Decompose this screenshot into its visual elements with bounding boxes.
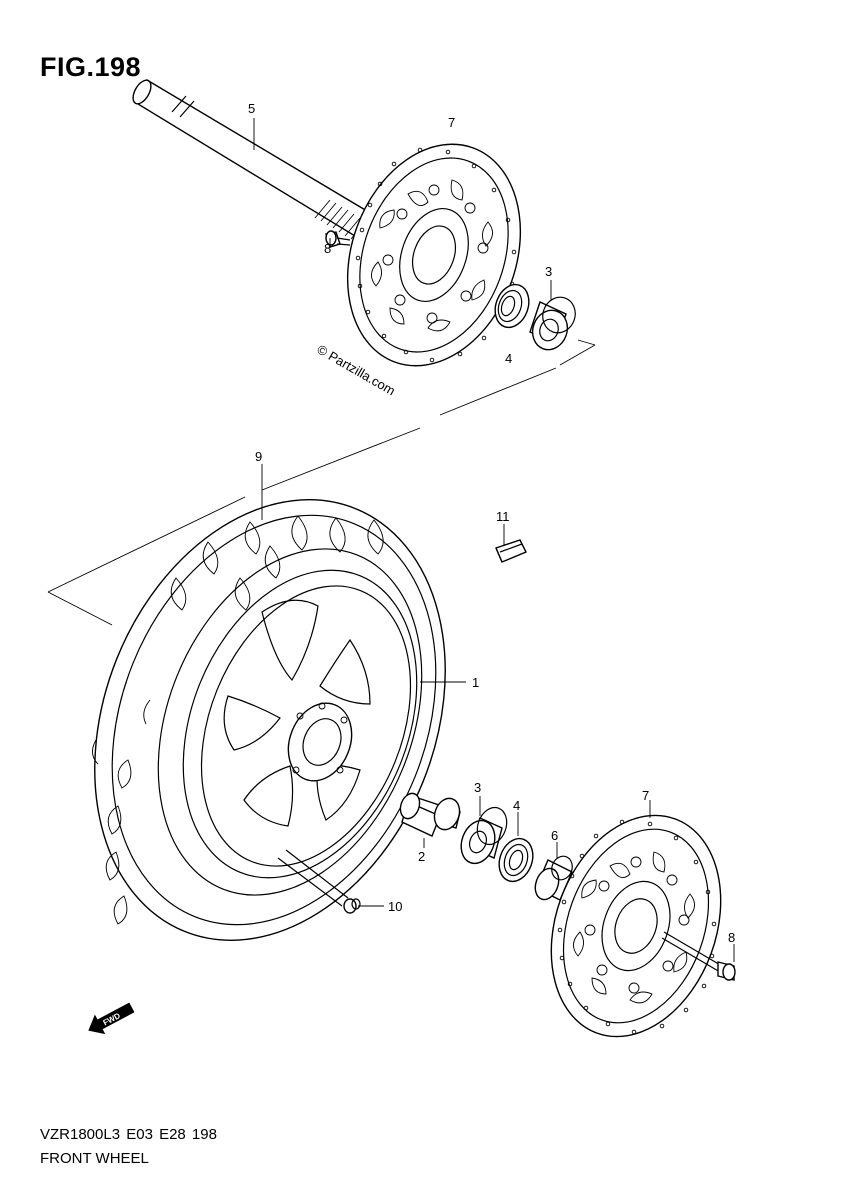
brake-disc-upper[interactable]: [318, 120, 550, 390]
collar-part[interactable]: [531, 853, 575, 902]
disc-bolt-upper[interactable]: [325, 230, 351, 248]
callout-disc-upper: 7: [448, 115, 455, 130]
callout-seal-lower: 4: [513, 798, 520, 813]
figure-title: FIG.198: [40, 52, 142, 82]
oil-seal-lower[interactable]: [493, 834, 538, 886]
section-name: FRONT WHEEL: [40, 1150, 149, 1167]
callout-spacer: 2: [418, 849, 425, 864]
tire-valve[interactable]: [277, 849, 361, 914]
wheel-part[interactable]: [140, 535, 460, 913]
callout-bolt-lower: 8: [728, 930, 735, 945]
callout-bearing-upper: 3: [545, 264, 552, 279]
callout-seal-upper: 4: [505, 351, 512, 366]
bearing-lower[interactable]: [455, 803, 511, 868]
callout-valve: 10: [388, 899, 402, 914]
tire-part[interactable]: [32, 447, 509, 993]
fwd-arrow-icon: FWD: [88, 1002, 135, 1035]
bearing-upper[interactable]: [527, 293, 580, 355]
callout-axle: 5: [248, 101, 255, 116]
callout-collar: 6: [551, 828, 558, 843]
disc-bolt-lower[interactable]: [661, 931, 736, 981]
callout-disc-lower: 7: [642, 788, 649, 803]
callout-tire: 9: [255, 449, 262, 464]
spacer-part[interactable]: [397, 791, 464, 837]
model-code: VZR1800L3 E03 E28 198: [40, 1126, 217, 1143]
callout-bolt-upper: 8: [324, 241, 331, 256]
callout-bearing-lower: 3: [474, 780, 481, 795]
oil-seal-upper[interactable]: [489, 280, 534, 332]
balance-weight[interactable]: [495, 539, 527, 563]
brake-disc-lower[interactable]: [522, 792, 750, 1061]
callout-balance-weight: 11: [496, 509, 510, 524]
perspective-frame: [47, 339, 596, 626]
callout-wheel: 1: [472, 675, 479, 690]
